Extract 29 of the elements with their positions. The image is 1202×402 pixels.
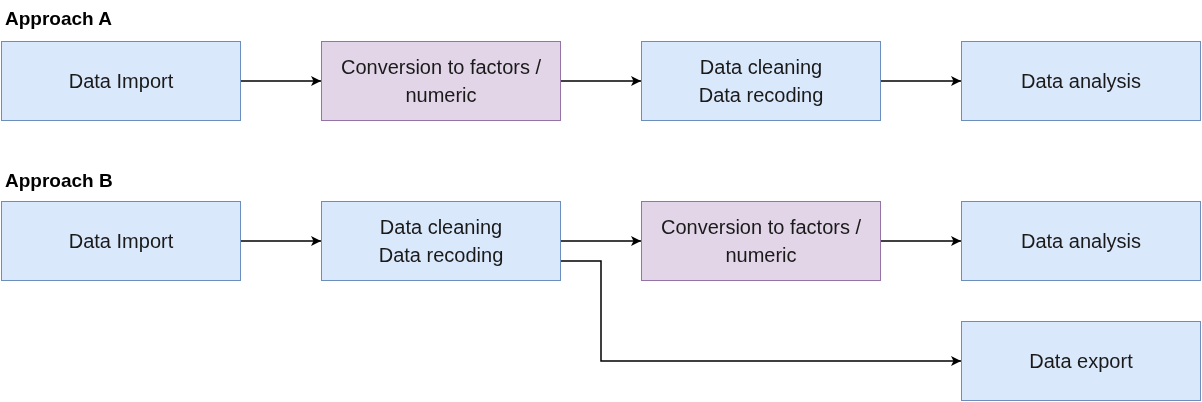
arrow bbox=[240, 76, 322, 86]
box-text: Data recoding bbox=[698, 83, 824, 108]
box-text: Conversion to factors / numeric bbox=[659, 215, 863, 268]
arrow bbox=[240, 236, 322, 246]
section-heading: Approach B bbox=[5, 170, 113, 192]
box-text: Data Import bbox=[68, 69, 174, 94]
process-box bbox=[321, 41, 561, 121]
section-heading: Approach A bbox=[5, 8, 112, 30]
arrow bbox=[880, 236, 962, 246]
process-box bbox=[1, 201, 241, 281]
process-box bbox=[641, 41, 881, 121]
box-text: Data cleaning bbox=[699, 55, 823, 80]
box-text: Data analysis bbox=[1020, 69, 1142, 94]
arrow bbox=[560, 260, 962, 366]
box-text: Data cleaning bbox=[379, 215, 503, 240]
process-box bbox=[961, 201, 1201, 281]
box-text: Conversion to factors / numeric bbox=[339, 55, 543, 108]
process-box bbox=[961, 41, 1201, 121]
process-box bbox=[321, 201, 561, 281]
box-text: Data export bbox=[1029, 349, 1133, 374]
process-box bbox=[961, 321, 1201, 401]
process-box bbox=[641, 201, 881, 281]
box-text: Data recoding bbox=[378, 243, 504, 268]
arrow bbox=[880, 76, 962, 86]
box-text: Data analysis bbox=[1020, 229, 1142, 254]
arrow bbox=[560, 236, 642, 246]
process-box bbox=[1, 41, 241, 121]
box-text: Data Import bbox=[68, 229, 174, 254]
arrow bbox=[560, 76, 642, 86]
